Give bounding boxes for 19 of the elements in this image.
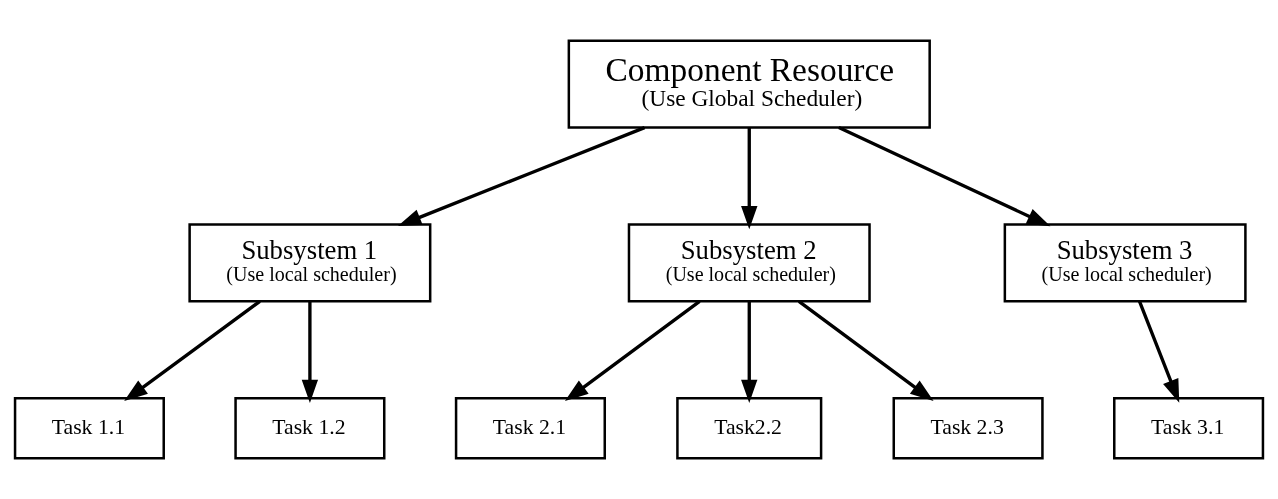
node-box: Subsystem 2 (Use local scheduler)	[627, 223, 871, 303]
arrow	[124, 299, 261, 401]
node-box: Task 2.3	[892, 396, 1044, 460]
node-box: Subsystem 3 (Use local scheduler)	[1003, 223, 1247, 303]
arrow	[397, 126, 646, 227]
node-box: Component Resource (Use Global Scheduler)	[567, 39, 931, 129]
arrow	[797, 299, 934, 401]
node-box: Task 2.1	[454, 396, 606, 460]
arrow	[741, 301, 758, 404]
arrow	[1137, 300, 1180, 403]
node-box: Task 1.2	[234, 396, 386, 460]
arrow	[301, 301, 319, 404]
arrow	[564, 299, 701, 401]
node-box: Task2.2	[676, 396, 823, 460]
node-box: Task 3.1	[1113, 396, 1265, 460]
arrow	[838, 126, 1051, 227]
arrow	[741, 127, 758, 230]
node-box: Subsystem 1 (Use local scheduler)	[188, 223, 432, 303]
node-box: Task 1.1	[13, 396, 165, 460]
